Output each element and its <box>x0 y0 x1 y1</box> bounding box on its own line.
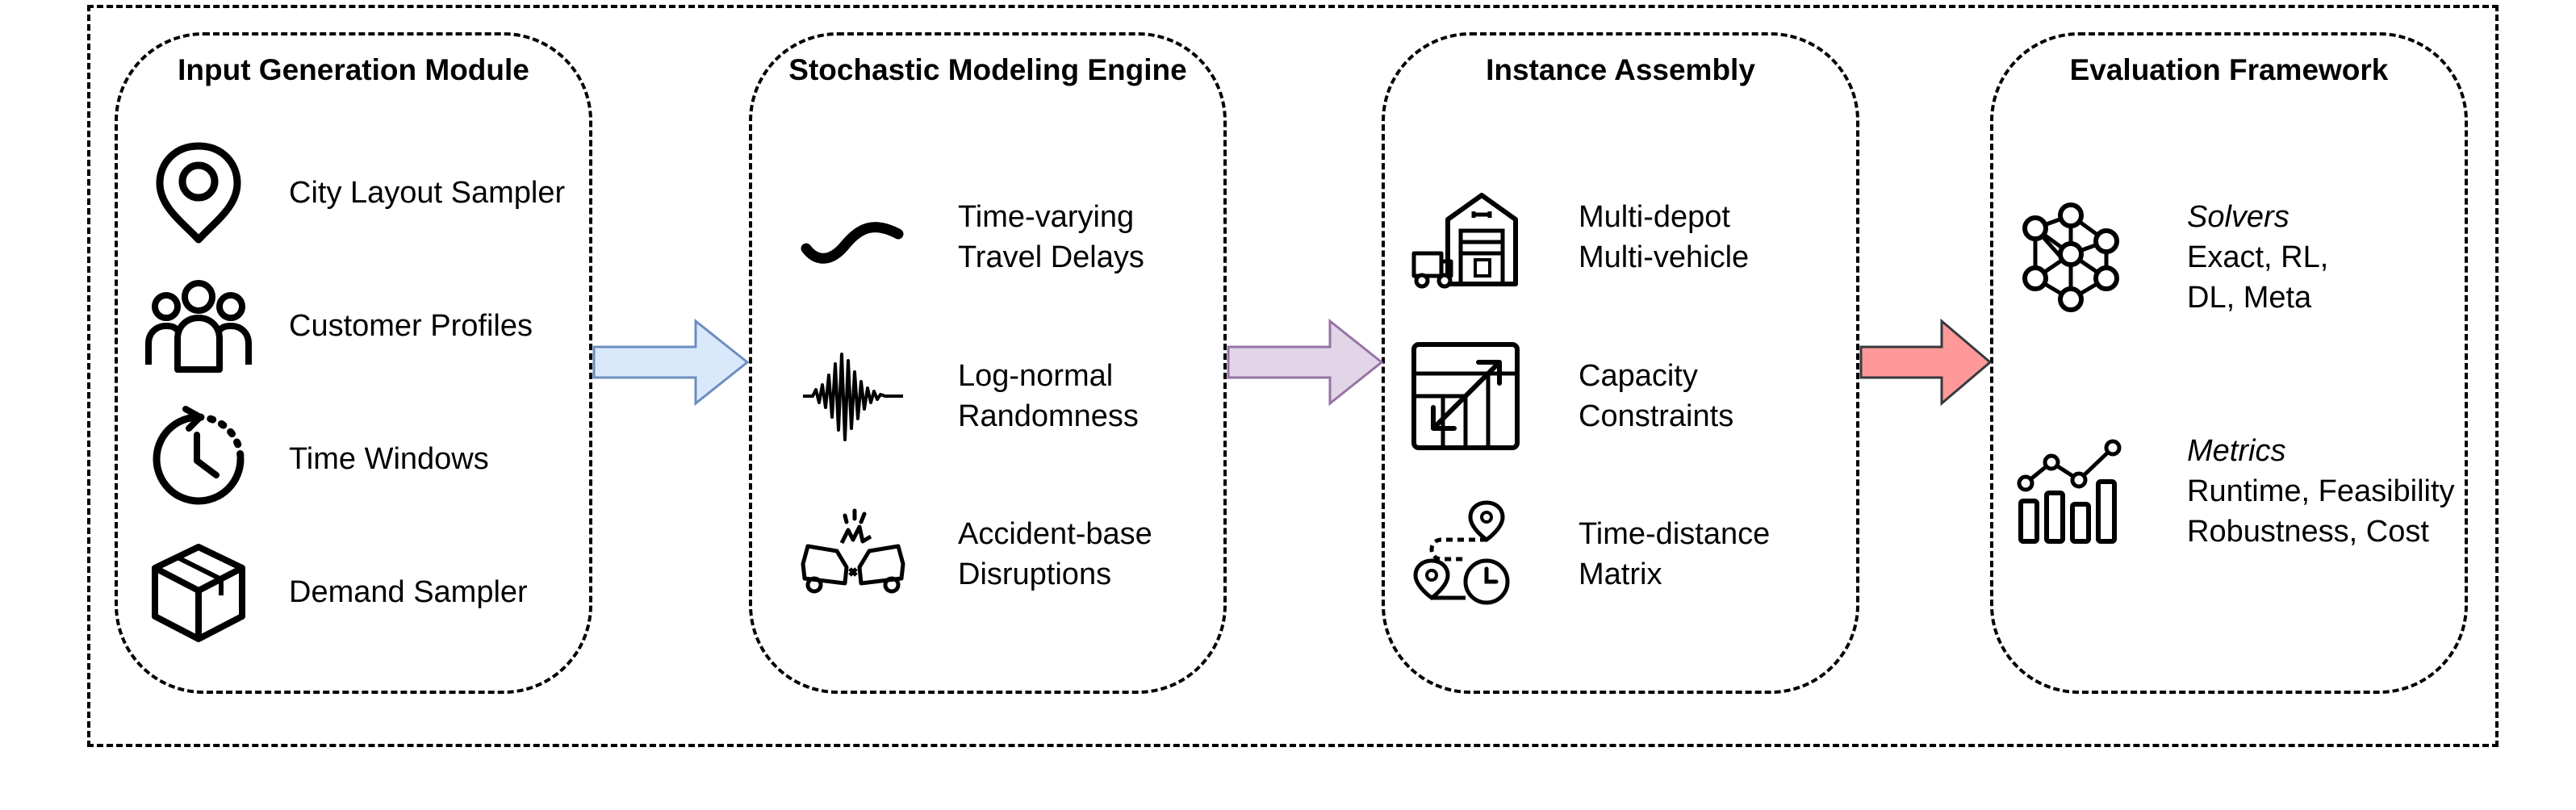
item-label: Demand Sampler <box>289 575 528 609</box>
route-clock-icon <box>1409 498 1522 611</box>
resize-capacity-icon <box>1409 340 1522 453</box>
chart-metrics-icon <box>2017 435 2131 548</box>
module-title: Input Generation Module <box>178 53 529 86</box>
item-label: Time Windows <box>289 442 489 476</box>
module-title: Stochastic Modeling Engine <box>788 53 1187 86</box>
neural-network-icon <box>2018 201 2131 314</box>
clock-icon <box>142 403 255 516</box>
warehouse-truck-icon <box>1409 181 1522 294</box>
people-group-icon <box>142 269 255 382</box>
item-demand-sampler: Demand Sampler <box>142 536 528 649</box>
item-label: City Layout Sampler <box>289 176 566 210</box>
module-title: Evaluation Framework <box>2069 53 2389 86</box>
wave-icon <box>797 181 910 294</box>
input-generation-module: Input Generation Module City Layout Samp… <box>115 32 592 694</box>
flow-arrow-3 <box>1859 318 1993 407</box>
box-icon <box>142 536 255 649</box>
car-crash-icon <box>797 498 910 611</box>
item-customer-profiles: Customer Profiles <box>142 269 533 382</box>
module-title: Instance Assembly <box>1486 53 1755 86</box>
item-city-layout-sampler: City Layout Sampler <box>142 136 565 249</box>
item-time-windows: Time Windows <box>142 403 489 516</box>
flow-arrow-1 <box>592 318 750 407</box>
item-label: Customer Profiles <box>289 309 533 343</box>
signal-burst-icon <box>797 340 910 453</box>
flow-arrow-2 <box>1227 318 1384 407</box>
pipeline-frame <box>87 5 2499 747</box>
location-pin-icon <box>142 136 255 249</box>
